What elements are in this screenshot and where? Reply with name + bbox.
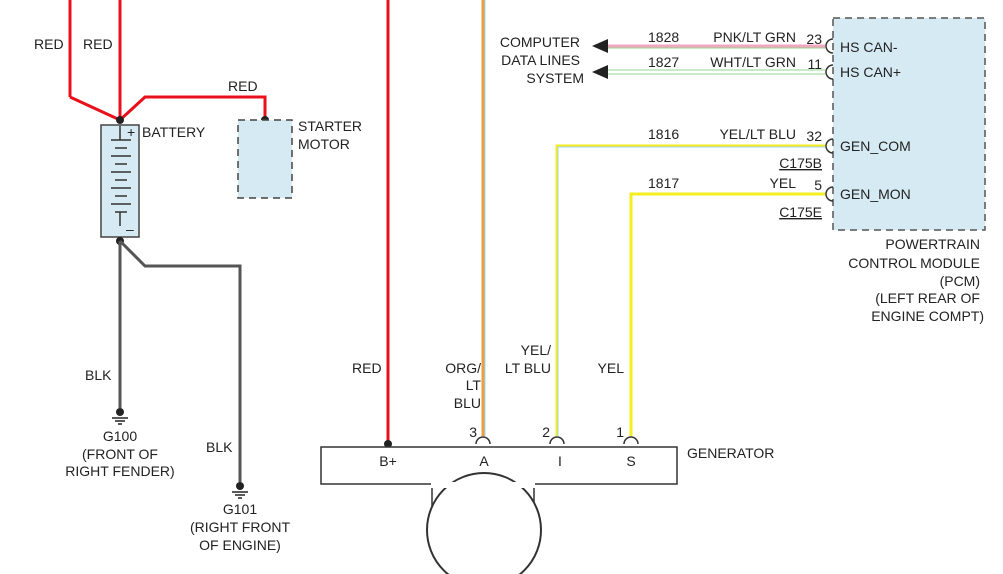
wire-label-yelblu-1: YEL/	[521, 342, 551, 358]
ground-g100-loc2: RIGHT FENDER)	[65, 463, 174, 479]
pin-23: 23	[806, 31, 822, 47]
ground-symbol-g100	[112, 408, 128, 425]
generator-pin-3: 3	[469, 424, 477, 440]
pcm-pin-hs-can-plus: HS CAN+	[840, 64, 901, 80]
circuit-1817-color: YEL	[770, 175, 797, 191]
red-wire-starter	[118, 95, 267, 122]
circuit-1828-color: PNK/LT GRN	[713, 29, 796, 45]
yelblu-wire-i	[555, 144, 825, 436]
circuit-1817-number: 1817	[648, 175, 679, 191]
wire-label-blk-g100: BLK	[85, 367, 112, 383]
circuit-1828-number: 1828	[648, 29, 679, 45]
generator-terminal-bplus: B+	[379, 453, 397, 469]
battery-plus: +	[127, 124, 135, 140]
wire-label-yelblu-2: LT BLU	[505, 360, 551, 376]
wire-label-red-left: RED	[34, 36, 64, 52]
data-lines-label-1: COMPUTER	[500, 34, 580, 50]
blk-wire-g101	[118, 239, 242, 482]
pin-5: 5	[814, 177, 822, 193]
pcm-label-line1: POWERTRAIN	[885, 236, 980, 252]
circuit-1827-number: 1827	[648, 54, 679, 70]
generator-rotor-icon	[426, 472, 542, 574]
pcm-pin-gen-com: GEN_COM	[840, 138, 911, 154]
can-minus-arrow-icon	[592, 39, 608, 53]
can-plus-arrow-icon	[592, 65, 608, 79]
pin-11: 11	[807, 56, 822, 72]
starter-label-line2: MOTOR	[298, 136, 350, 152]
pcm-label-line3: (PCM)	[940, 273, 980, 289]
ground-g101-id: G101	[223, 501, 257, 517]
battery-minus: –	[126, 221, 134, 237]
starter-label-line1: STARTER	[298, 118, 362, 134]
yelblu-wire-i-tracer	[557, 146, 825, 436]
ground-symbol-g101	[232, 482, 248, 499]
ground-g101-loc2: OF ENGINE)	[199, 537, 281, 553]
generator-pin-2: 2	[542, 424, 550, 440]
yel-wire-s	[629, 192, 825, 436]
wire-label-blk-g101: BLK	[206, 439, 233, 455]
battery-positive-splice	[116, 116, 124, 124]
red-wire-left-join	[69, 95, 121, 122]
wire-label-red-starter: RED	[228, 78, 258, 94]
pcm-module-box	[832, 17, 986, 231]
pcm-pin-gen-mon: GEN_MON	[840, 186, 911, 202]
bplus-terminal-dot	[384, 440, 392, 448]
wire-label-org-2: LT	[466, 377, 482, 393]
generator-terminal-a: A	[479, 453, 489, 469]
wire-label-red-bplus: RED	[352, 360, 382, 376]
generator-pin-1: 1	[616, 424, 624, 440]
pcm-label-line5: ENGINE COMPT)	[871, 308, 984, 324]
generator-joint-mask	[431, 482, 535, 488]
connector-c175b: C175B	[779, 155, 822, 171]
generator-pin-receptacles	[475, 436, 639, 445]
connector-c175e: C175E	[779, 204, 822, 220]
wire-label-red-right: RED	[83, 36, 113, 52]
ground-g100-id: G100	[103, 428, 137, 444]
circuit-1827-color: WHT/LT GRN	[710, 54, 796, 70]
pcm-label-line2: CONTROL MODULE	[848, 255, 980, 271]
battery-label: BATTERY	[142, 124, 206, 140]
starter-motor-box	[237, 119, 293, 199]
generator-terminal-i: I	[558, 453, 562, 469]
data-lines-label-3: SYSTEM	[526, 70, 584, 86]
wire-label-yel-s: YEL	[598, 360, 625, 376]
generator-label: GENERATOR	[687, 445, 774, 461]
generator-terminal-s: S	[626, 453, 635, 469]
battery-symbol	[100, 124, 140, 238]
ground-g100-loc1: (FRONT OF	[82, 446, 158, 462]
wire-label-org-1: ORG/	[445, 360, 481, 376]
pin-32: 32	[806, 128, 822, 144]
wire-label-org-3: BLU	[454, 395, 481, 411]
circuit-1816-number: 1816	[648, 126, 679, 142]
pcm-pin-receptacles	[825, 38, 834, 202]
pcm-pin-hs-can-minus: HS CAN-	[840, 39, 898, 55]
ground-g101-loc1: (RIGHT FRONT	[190, 519, 291, 535]
data-lines-label-2: DATA LINES	[501, 52, 580, 68]
pcm-label-line4: (LEFT REAR OF	[875, 290, 980, 306]
circuit-1816-color: YEL/LT BLU	[719, 126, 796, 142]
